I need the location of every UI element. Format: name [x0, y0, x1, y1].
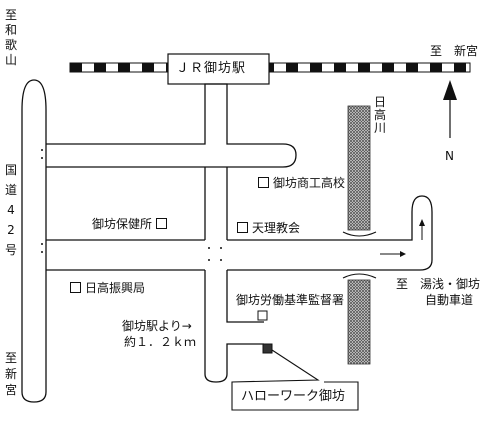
compass-north: N — [445, 149, 454, 163]
middle-road — [46, 195, 433, 271]
labor-office-marker — [257, 310, 268, 321]
upper-road — [46, 83, 297, 168]
river-name: 日高川 — [373, 95, 386, 135]
hello-work-marker — [262, 343, 273, 354]
dir-wakayama: 至和歌山 — [4, 8, 17, 67]
dir-expressway-prefix: 至 — [396, 277, 409, 291]
station-name: ＪＲ御坊駅 — [176, 61, 247, 76]
bridge-top — [342, 231, 377, 237]
bridge-bottom — [342, 273, 377, 279]
dir-expressway-line2: 自動車道 — [425, 293, 474, 307]
place-hidaka-office: 日高振興局 — [70, 282, 145, 295]
railway — [69, 62, 471, 73]
hidaka-office-marker — [70, 282, 81, 293]
place-labor-office: 御坊労働基準監督署 — [236, 293, 345, 307]
route-42-label: 国道42号 — [4, 163, 17, 257]
hello-work-callout — [231, 349, 359, 411]
school-marker — [258, 177, 269, 188]
dir-expressway-line1: 湯浅・御坊 — [420, 277, 481, 291]
dir-shingu-left: 至新宮 — [4, 351, 17, 397]
central-road — [204, 167, 264, 383]
river-upper — [347, 105, 371, 231]
distance-note-line2: 約１．２ｋｍ — [124, 335, 197, 349]
labor-office-road — [226, 270, 264, 323]
national-route-road — [21, 79, 47, 403]
dir-shingu-right: 至 新宮 — [430, 44, 479, 58]
church-marker — [237, 222, 248, 233]
crossing-dots — [41, 149, 222, 261]
north-arrow — [443, 80, 457, 138]
expressway-arrow — [380, 219, 425, 257]
river-lower — [347, 279, 371, 365]
health-center-marker — [156, 218, 168, 229]
distance-note-line1: 御坊駅より→ — [122, 319, 192, 333]
place-tenri-church: 天理教会 — [237, 222, 300, 235]
hello-work-label: ハローワーク御坊 — [241, 389, 346, 404]
place-commerce-school: 御坊商工高校 — [258, 177, 345, 190]
place-health-center: 御坊保健所 — [92, 218, 168, 231]
station-box — [167, 53, 270, 85]
